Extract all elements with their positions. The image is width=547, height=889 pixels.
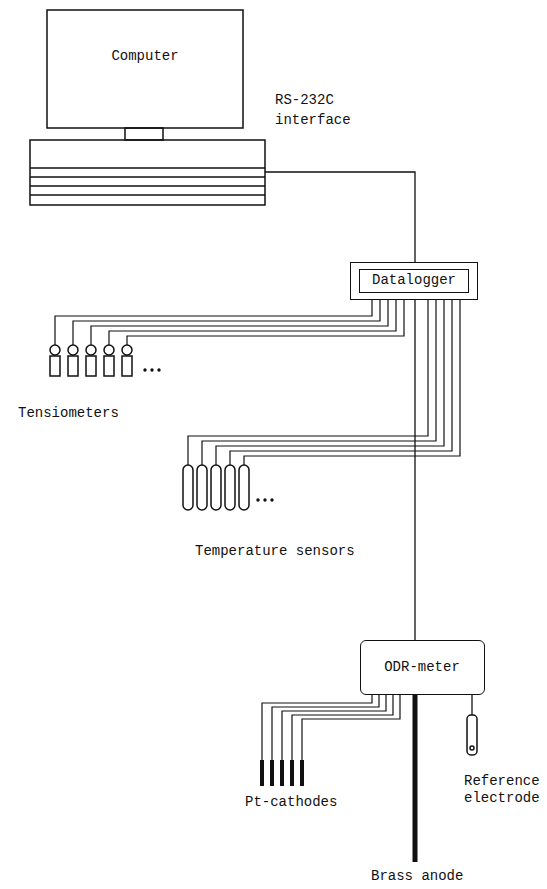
base-line bbox=[30, 167, 265, 169]
anode-rod bbox=[413, 700, 418, 862]
computer-unit: Computer bbox=[30, 10, 265, 205]
cathode-lead bbox=[281, 752, 282, 760]
wire-connector bbox=[471, 695, 472, 715]
dot bbox=[143, 368, 146, 371]
sensor-probe bbox=[197, 465, 207, 510]
dot bbox=[256, 498, 259, 501]
node-label: Temperature sensors bbox=[195, 543, 370, 560]
cathode-rod bbox=[300, 760, 304, 786]
tensiometer-gauge bbox=[86, 345, 96, 355]
text-area: Brass anode bbox=[367, 868, 467, 885]
dot bbox=[263, 498, 266, 501]
tensiometer-icons bbox=[50, 345, 132, 376]
dot bbox=[150, 368, 153, 371]
node-label: ODR-meter bbox=[361, 659, 483, 676]
text-area: Computer bbox=[47, 48, 243, 65]
dot bbox=[270, 498, 273, 501]
ellipsis-dots bbox=[256, 498, 273, 501]
sensor-probe bbox=[225, 465, 235, 510]
reference-electrode-tube bbox=[467, 715, 477, 755]
sensor-probe bbox=[211, 465, 221, 510]
sensor-probe bbox=[183, 465, 193, 510]
tensiometer-gauge bbox=[50, 345, 60, 355]
wire-connector bbox=[265, 172, 415, 262]
wire-connector bbox=[413, 695, 418, 700]
reference-electrode-tip bbox=[470, 746, 474, 750]
interface-label: RS-232C interface bbox=[275, 90, 365, 130]
text-area: Datalogger bbox=[359, 269, 469, 293]
tensiometer-cup bbox=[86, 356, 96, 376]
node-label: Computer bbox=[47, 48, 243, 65]
cathode-lead bbox=[271, 752, 272, 760]
tensiometer-cup bbox=[68, 356, 78, 376]
tensiometer-group: Tensiometers bbox=[15, 345, 165, 425]
cathode-rod bbox=[270, 760, 274, 786]
tensiometer-gauge bbox=[122, 345, 132, 355]
text-area: Tensiometers bbox=[18, 405, 162, 422]
text-area: ODR-meter bbox=[361, 659, 483, 676]
cathode-lead bbox=[301, 752, 302, 760]
temperature-sensor-group: Temperature sensors bbox=[175, 465, 370, 565]
text-area: Pt-cathodes bbox=[245, 794, 345, 811]
pt-cathode-icons bbox=[262, 752, 302, 786]
tensiometer-gauge bbox=[68, 345, 78, 355]
base-line bbox=[30, 176, 265, 178]
node-label: Pt-cathodes bbox=[245, 794, 345, 811]
pt-cathode-group: Pt-cathodes bbox=[240, 752, 345, 814]
tensiometer-gauge bbox=[104, 345, 114, 355]
reference-electrode: Reference electrode bbox=[460, 715, 545, 820]
ellipsis-dots bbox=[143, 368, 160, 371]
wire-connector bbox=[55, 300, 404, 345]
wire-connector bbox=[188, 300, 460, 465]
datalogger-box: Datalogger bbox=[350, 262, 478, 300]
text-area: Temperature sensors bbox=[195, 543, 370, 560]
sensor-probe bbox=[239, 465, 249, 510]
node-label: Datalogger bbox=[360, 270, 468, 291]
cathode-rod bbox=[260, 760, 264, 786]
cathode-rod bbox=[280, 760, 284, 786]
base-line bbox=[30, 185, 265, 187]
wire-connector bbox=[414, 300, 415, 640]
wire-connector bbox=[262, 695, 400, 752]
odr-meter-box: ODR-meter bbox=[360, 640, 485, 695]
temperature-sensor-icons bbox=[183, 465, 249, 510]
text-area: Reference electrode bbox=[464, 773, 544, 807]
dot bbox=[157, 368, 160, 371]
monitor-stand bbox=[125, 128, 163, 140]
monitor-outline bbox=[47, 10, 243, 128]
node-label: Brass anode bbox=[367, 868, 467, 885]
brass-anode: Brass anode bbox=[367, 700, 467, 888]
tensiometer-cup bbox=[122, 356, 132, 376]
cathode-lead bbox=[261, 752, 262, 760]
computer-base bbox=[30, 140, 265, 205]
tensiometer-cup bbox=[50, 356, 60, 376]
node-label: Reference electrode bbox=[464, 773, 544, 807]
tensiometer-cup bbox=[104, 356, 114, 376]
node-label: Tensiometers bbox=[18, 405, 162, 422]
cathode-rod bbox=[290, 760, 294, 786]
base-line bbox=[30, 194, 265, 196]
cathode-lead bbox=[291, 752, 292, 760]
